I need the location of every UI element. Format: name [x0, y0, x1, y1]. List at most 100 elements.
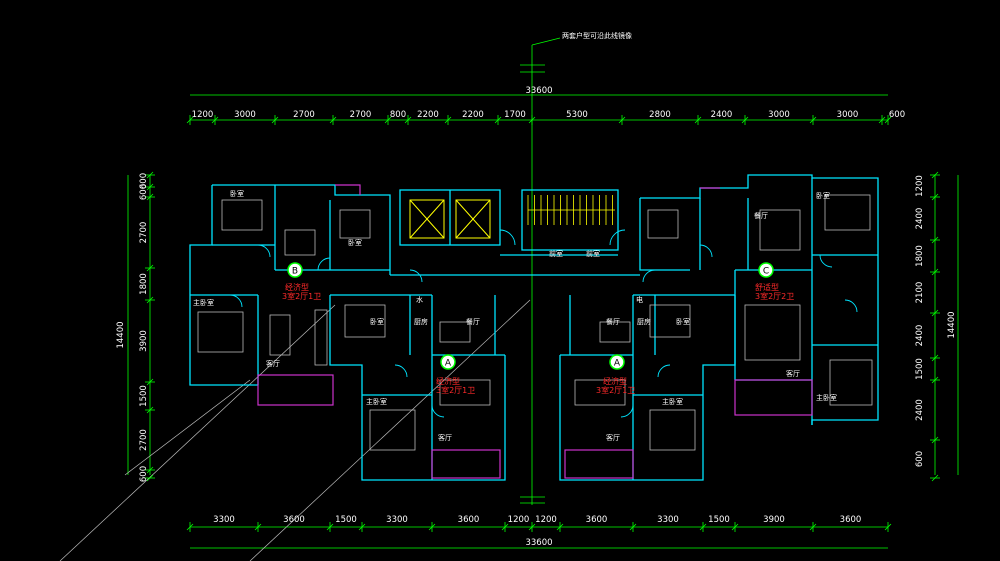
- dimension-value: 1500: [708, 515, 730, 525]
- walls: [189, 174, 879, 481]
- dimension-value: 1700: [504, 110, 526, 120]
- dimension-value: 1500: [139, 385, 149, 407]
- room-label: 卧室: [676, 317, 690, 326]
- room-label: 厨房: [414, 317, 428, 326]
- bottom-total-dimension: 33600: [525, 538, 552, 548]
- dimension-value: 1800: [139, 273, 149, 295]
- dimension-value: 3000: [768, 110, 790, 120]
- unit-a-right-marker: A 经济型 3室2厅1卫: [596, 354, 635, 395]
- dimension-value: 600: [139, 184, 149, 200]
- dimension-value: 2700: [293, 110, 315, 120]
- room-label: 电: [636, 295, 643, 304]
- dimension-value: 1800: [915, 245, 925, 267]
- dimension-value: 3000: [837, 110, 859, 120]
- balconies: [257, 184, 813, 479]
- unit-b-marker: B 经济型 3室2厅1卫: [282, 262, 321, 301]
- dimension-value: 2800: [649, 110, 671, 120]
- room-label: 主卧室: [193, 298, 214, 307]
- room-label: 餐厅: [606, 317, 620, 326]
- unit-mark: B: [292, 267, 298, 277]
- dimension-value: 600: [139, 466, 149, 482]
- bottom-dimensions: 3300 3600 1500 3300 3600 1200 1200 3600 3300 1500…: [186, 515, 892, 532]
- room-label: 前室: [586, 249, 600, 258]
- dimension-value: 3900: [139, 330, 149, 352]
- stairwell: [527, 195, 615, 225]
- unit-a-left-marker: A 经济型 3室2厅1卫: [436, 354, 475, 395]
- unit-type: 经济型: [603, 376, 627, 386]
- dimension-value: 2400: [915, 399, 925, 421]
- room-label: 主卧室: [816, 393, 837, 402]
- mirror-note: 两套户型可沿此线镜像: [562, 31, 632, 40]
- room-label: 餐厅: [466, 317, 480, 326]
- unit-mark: A: [445, 359, 452, 369]
- dimension-value: 1500: [915, 358, 925, 380]
- dimension-value: 2100: [915, 282, 925, 304]
- elevator-shafts: [409, 199, 491, 239]
- dimension-value: 2400: [915, 325, 925, 347]
- dimension-value: 600: [889, 110, 905, 120]
- dimension-value: 3600: [458, 515, 480, 525]
- room-label: 客厅: [606, 433, 620, 442]
- room-label: 客厅: [786, 369, 800, 378]
- dimension-value: 600: [139, 173, 149, 189]
- dimension-value: 2400: [915, 208, 925, 230]
- room-label: 厨房: [637, 317, 651, 326]
- unit-layout: 3室2厅2卫: [755, 291, 794, 301]
- room-label: 主卧室: [662, 397, 683, 406]
- mirror-axis: [520, 37, 561, 505]
- dimension-value: 1500: [335, 515, 357, 525]
- dimension-value: 1200: [508, 515, 530, 525]
- unit-layout: 3室2厅1卫: [596, 385, 635, 395]
- room-label: 卧室: [230, 189, 244, 198]
- top-dimensions: 1200 3000 2700 2700 800 2200 2200 1700 5300 2800 2…: [186, 110, 905, 125]
- dimension-value: 1200: [535, 515, 557, 525]
- dimension-value: 2700: [350, 110, 372, 120]
- room-labels: 卧室 卧室 主卧室 客厅 卧室 厨房 餐厅 主卧室 客厅 水 卧室 厨房 餐厅 …: [193, 189, 837, 442]
- unit-c-marker: C 舒适型 3室2厅2卫: [755, 262, 794, 301]
- right-dimensions: 1200 2400 1800 2100 2400 1500 2400 600: [915, 171, 940, 482]
- room-label: 卧室: [348, 238, 362, 247]
- dimension-value: 3300: [386, 515, 408, 525]
- diagonal-guides: [59, 299, 531, 561]
- dimension-value: 1200: [192, 110, 214, 120]
- left-total-dimension: 14400: [116, 321, 126, 348]
- dimension-value: 3600: [283, 515, 305, 525]
- dimension-value: 2700: [139, 222, 149, 244]
- dimension-value: 2200: [462, 110, 484, 120]
- room-label: 餐厅: [754, 211, 768, 220]
- dimension-value: 2400: [711, 110, 733, 120]
- unit-mark: C: [763, 267, 769, 277]
- dimension-value: 5300: [566, 110, 588, 120]
- dimension-value: 3300: [657, 515, 679, 525]
- dimension-lines: [127, 94, 959, 549]
- unit-type: 经济型: [285, 282, 309, 292]
- room-label: 前室: [549, 249, 563, 258]
- doors: [229, 229, 858, 418]
- room-label: 卧室: [816, 191, 830, 200]
- dimension-value: 2200: [417, 110, 439, 120]
- room-label: 客厅: [438, 433, 452, 442]
- dimension-value: 600: [915, 451, 925, 467]
- unit-layout: 3室2厅1卫: [282, 291, 321, 301]
- dimension-value: 2700: [139, 429, 149, 451]
- dimension-value: 3000: [234, 110, 256, 120]
- room-label: 水: [416, 295, 423, 304]
- dimension-value: 3600: [586, 515, 608, 525]
- top-total-dimension: 33600: [525, 86, 552, 96]
- unit-type: 经济型: [436, 376, 460, 386]
- unit-layout: 3室2厅1卫: [436, 385, 475, 395]
- room-label: 主卧室: [366, 397, 387, 406]
- unit-mark: A: [614, 359, 621, 369]
- dimension-value: 1200: [915, 175, 925, 197]
- unit-type: 舒适型: [755, 282, 779, 292]
- dimension-value: 3600: [840, 515, 862, 525]
- dimension-value: 3900: [763, 515, 785, 525]
- right-total-dimension: 14400: [947, 311, 957, 338]
- furniture: [197, 194, 873, 451]
- dimension-value: 800: [390, 110, 406, 120]
- room-label: 客厅: [266, 359, 280, 368]
- dimension-value: 3300: [213, 515, 235, 525]
- room-label: 卧室: [370, 317, 384, 326]
